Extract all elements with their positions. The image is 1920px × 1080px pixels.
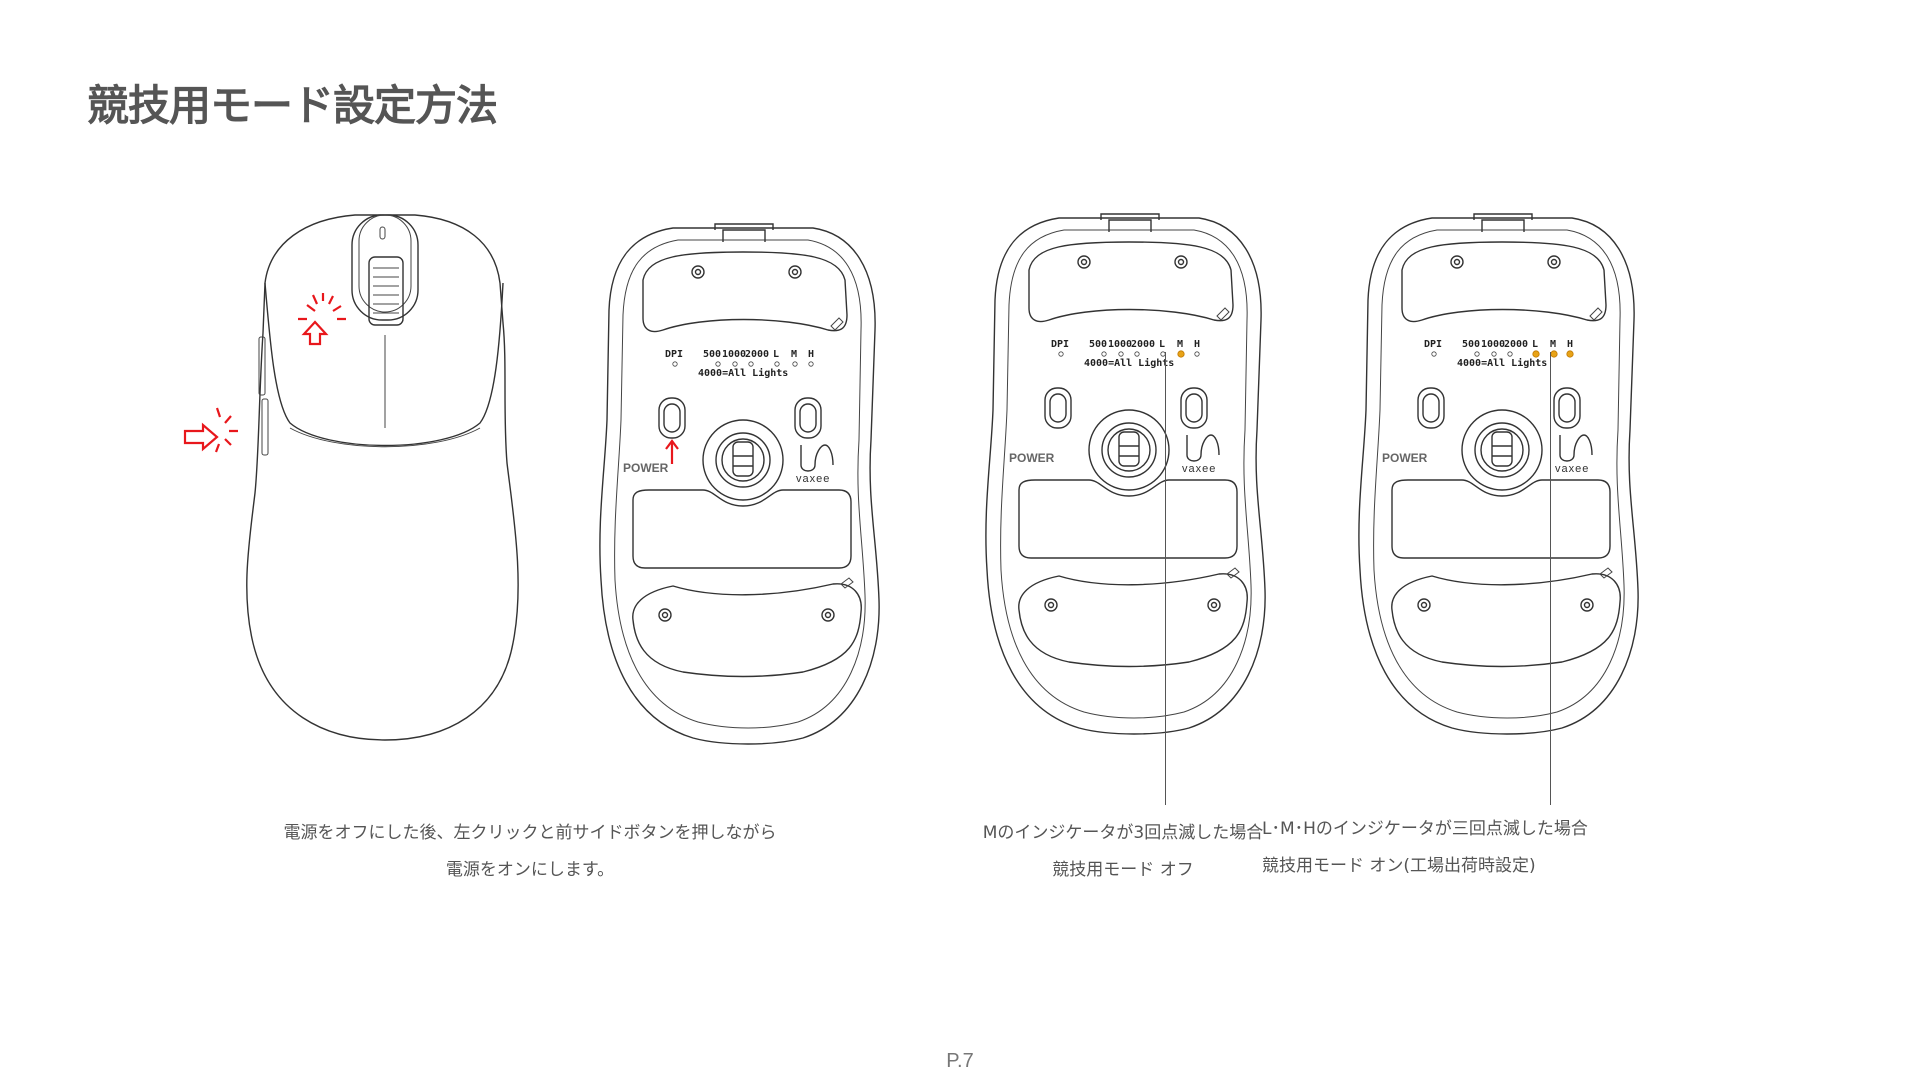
dpi-value: 1000 [722, 349, 746, 360]
led-indicator [748, 361, 754, 367]
step2-caption-line1: Mのインジケータが3回点滅した場合 [982, 823, 1264, 843]
dpi-value: 1000 [1481, 339, 1505, 350]
led-indicator [1134, 351, 1140, 357]
power-label: POWER [623, 461, 669, 475]
brand-label: vaxee [1182, 463, 1216, 475]
dpi-value: 1000 [1108, 339, 1132, 350]
led-indicator-on [1177, 350, 1185, 358]
all-lights-label: 4000=All Lights [1084, 357, 1174, 369]
power-label: POWER [1382, 451, 1428, 465]
power-arrow-icon [665, 439, 679, 464]
led-indicator [1431, 351, 1437, 357]
dpi-value: 2000 [1504, 339, 1528, 350]
mouse-top-view [183, 214, 519, 741]
led-indicator [1474, 351, 1480, 357]
step3-caption-line1: L･M･Hのインジケータが三回点滅した場合 [1262, 819, 1588, 839]
led-indicator [1507, 351, 1513, 357]
brand-logo-icon [800, 444, 834, 472]
led-indicator [774, 361, 780, 367]
brand-label: vaxee [1555, 463, 1589, 475]
led-indicator [1491, 351, 1497, 357]
led-indicator [715, 361, 721, 367]
mode-label-m: M [791, 349, 797, 360]
led-indicator [1194, 351, 1200, 357]
mode-label-l: L [1159, 339, 1165, 350]
mode-label-m: M [1550, 339, 1556, 350]
power-label: POWER [1009, 451, 1055, 465]
dpi-label: DPI [1051, 339, 1069, 350]
mouse-bottom-view: DPI 500 1000 2000 L M H 4000=All Lights … [599, 223, 880, 745]
led-indicator [792, 361, 798, 367]
led-indicator-on [1566, 350, 1574, 358]
dpi-value: 2000 [1131, 339, 1155, 350]
dpi-value: 2000 [745, 349, 769, 360]
all-lights-label: 4000=All Lights [698, 367, 788, 379]
side-button-arrow-icon [183, 407, 238, 453]
led-indicator-on [1550, 350, 1558, 358]
mode-label-h: H [1194, 339, 1200, 350]
mode-label-m: M [1177, 339, 1183, 350]
mode-label-h: H [808, 349, 814, 360]
left-click-arrow-icon [298, 293, 346, 346]
dpi-value: 500 [1089, 339, 1107, 350]
mouse-bottom-view: DPI 500 1000 2000 L M H 4000=All Lights … [1358, 213, 1639, 735]
led-indicator [808, 361, 814, 367]
step2-caption-line2: 競技用モード オフ [1052, 860, 1194, 880]
all-lights-label: 4000=All Lights [1457, 357, 1547, 369]
led-indicator [672, 361, 678, 367]
mode-label-l: L [1532, 339, 1538, 350]
page-title: 競技用モード設定方法 [87, 81, 498, 130]
step1-caption-line2: 電源をオンにします。 [445, 860, 615, 880]
brand-label: vaxee [796, 473, 830, 485]
dpi-label: DPI [1424, 339, 1442, 350]
page-number: P.7 [946, 1050, 974, 1072]
dpi-value: 500 [1462, 339, 1480, 350]
brand-logo-icon [1186, 434, 1220, 462]
mouse-bottom-view: DPI 500 1000 2000 L M H 4000=All Lights … [985, 213, 1266, 735]
leader-line-m [1165, 352, 1166, 805]
dpi-label: DPI [665, 349, 683, 360]
mode-label-l: L [773, 349, 779, 360]
led-indicator [1118, 351, 1124, 357]
brand-logo-icon [1559, 434, 1593, 462]
dpi-value: 500 [703, 349, 721, 360]
led-indicator [732, 361, 738, 367]
mode-label-h: H [1567, 339, 1573, 350]
led-indicator-on [1532, 350, 1540, 358]
leader-line-lmh [1550, 352, 1551, 805]
led-indicator [1101, 351, 1107, 357]
led-indicator [1058, 351, 1064, 357]
step3-caption-line2: 競技用モード オン(工場出荷時設定) [1262, 856, 1536, 876]
step1-caption-line1: 電源をオフにした後、左クリックと前サイドボタンを押しながら [283, 823, 777, 843]
